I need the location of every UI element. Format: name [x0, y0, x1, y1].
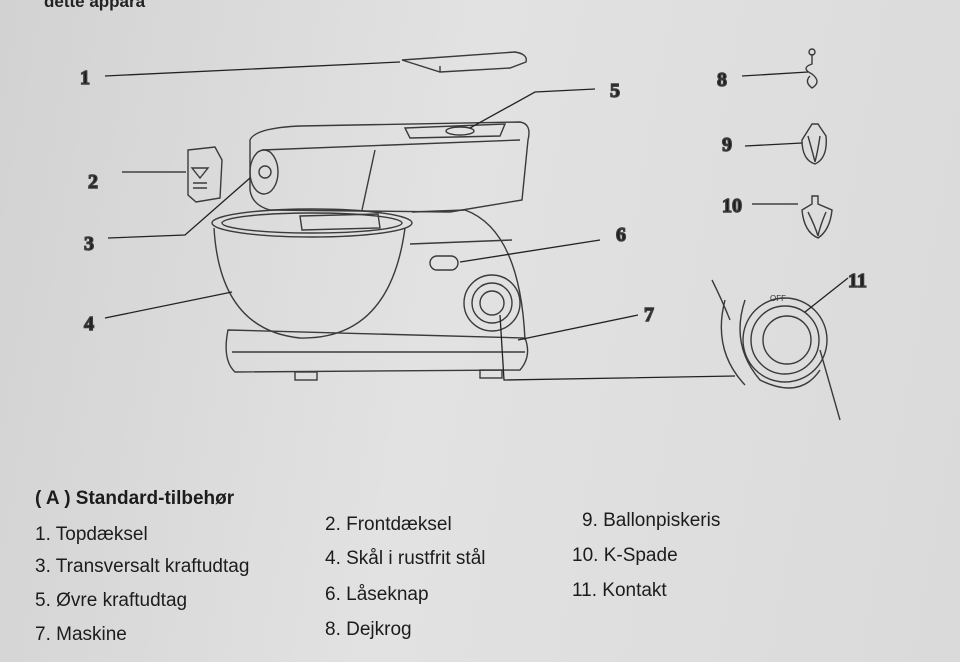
callout-11: 11	[848, 270, 867, 292]
part-item: 1. Topdæksel	[35, 524, 148, 545]
part-item: 3. Transversalt kraftudtag	[35, 556, 250, 577]
part-item: 6. Låseknap	[325, 584, 429, 605]
k-beater-drawing	[801, 195, 833, 239]
callout-9: 9	[722, 134, 732, 156]
callout-5: 5	[610, 80, 620, 102]
stand-mixer-diagram: OFF 1	[79, 48, 868, 421]
callout-10: 10	[722, 195, 742, 217]
part-item: 4. Skål i rustfrit stål	[325, 548, 486, 569]
part-item: 5. Øvre kraftudtag	[35, 590, 188, 611]
dough-hook-drawing	[805, 48, 818, 89]
callout-7: 7	[644, 304, 654, 326]
part-item: 10. K-Spade	[572, 545, 678, 566]
part-item: 9. Ballonpiskeris	[582, 510, 721, 531]
balloon-whisk-drawing	[801, 123, 827, 165]
callout-1: 1	[80, 67, 90, 89]
part-item: 7. Maskine	[35, 624, 127, 645]
top-cover-drawing	[401, 51, 527, 73]
part-item: 11. Kontakt	[572, 580, 667, 601]
part-item: 2. Frontdæksel	[325, 514, 452, 535]
callout-6: 6	[616, 224, 626, 246]
part-item: 8. Dejkrog	[325, 619, 412, 640]
section-title: ( A ) Standard-tilbehør	[35, 488, 235, 509]
page-top-text-fragment: dette appara	[44, 0, 146, 11]
mixer-body-drawing	[225, 121, 530, 381]
front-cover-drawing	[187, 146, 223, 203]
leader-lines	[104, 61, 849, 381]
callout-2: 2	[88, 171, 98, 193]
callout-3: 3	[84, 233, 94, 255]
switch-detail-drawing: OFF	[711, 279, 841, 421]
callout-8: 8	[717, 69, 727, 91]
bowl-drawing	[211, 208, 413, 339]
off-label: OFF	[770, 294, 786, 303]
callout-4: 4	[84, 313, 94, 335]
